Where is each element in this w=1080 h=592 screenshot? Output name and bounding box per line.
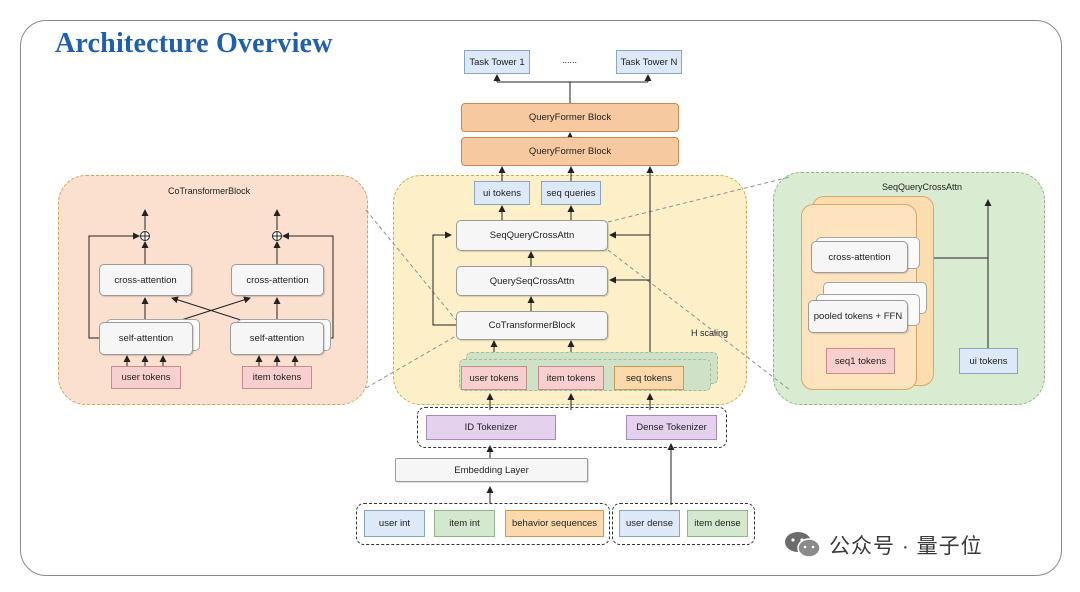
zoom-line-right-bottom xyxy=(607,249,791,391)
wechat-icon xyxy=(785,532,821,558)
ui-tokens-box: ui tokens xyxy=(474,181,530,205)
embedding-layer: Embedding Layer xyxy=(395,458,588,482)
left-panel-title: CoTransformerBlock xyxy=(168,186,251,196)
user-dense-input: user dense xyxy=(619,510,680,537)
center-user-tokens: user tokens xyxy=(461,366,527,390)
left-cross-attention-1: cross-attention xyxy=(99,264,192,296)
queryformer-block-bottom: QueryFormer Block xyxy=(461,137,679,166)
zoom-line-left-top xyxy=(365,209,457,321)
left-cross-attention-2: cross-attention xyxy=(231,264,324,296)
task-tower-ellipsis: ...... xyxy=(562,55,578,65)
center-seq-tokens: seq tokens xyxy=(614,366,684,390)
left-self-attention-2: self-attention xyxy=(230,322,324,355)
left-user-tokens: user tokens xyxy=(111,366,181,389)
left-item-tokens: item tokens xyxy=(242,366,312,389)
dense-input-group xyxy=(612,503,755,545)
zoom-line-left-bottom xyxy=(365,335,457,389)
id-tokenizer: ID Tokenizer xyxy=(426,415,556,440)
h-scaling-label: H scaling xyxy=(691,328,729,338)
seq-query-cross-attn-block: SeqQueryCrossAttn xyxy=(456,220,608,251)
seq1-tokens: seq1 tokens xyxy=(826,348,895,374)
user-int-input: user int xyxy=(364,510,425,537)
item-int-input: item int xyxy=(434,510,495,537)
right-ui-tokens: ui tokens xyxy=(959,348,1018,374)
tokenizer-group xyxy=(417,407,727,448)
center-item-tokens: item tokens xyxy=(538,366,604,390)
queryformer-block-top: QueryFormer Block xyxy=(461,103,679,132)
task-tower-n: Task Tower N xyxy=(616,50,682,74)
left-self-attention-1: self-attention xyxy=(99,322,193,355)
behavior-sequences-input: behavior sequences xyxy=(505,510,604,537)
watermark-text: 公众号 · 量子位 xyxy=(829,535,983,558)
sparse-input-group xyxy=(356,503,610,545)
watermark: 公众号 · 量子位 xyxy=(783,530,983,560)
pooled-tokens-ffn: pooled tokens + FFN xyxy=(808,300,908,333)
right-panel-title: SeqQueryCrossAttn xyxy=(882,182,963,192)
query-seq-cross-attn-block: QuerySeqCrossAttn xyxy=(456,266,608,296)
dense-tokenizer: Dense Tokenizer xyxy=(626,415,717,440)
co-transformer-block: CoTransformerBlock xyxy=(456,311,608,340)
zoom-line-right-top xyxy=(607,176,791,223)
item-dense-input: item dense xyxy=(687,510,748,537)
seq-queries-box: seq queries xyxy=(541,181,601,205)
task-tower-1: Task Tower 1 xyxy=(464,50,530,74)
right-cross-attention: cross-attention xyxy=(811,241,908,273)
diagram-title: Architecture Overview xyxy=(55,28,333,59)
